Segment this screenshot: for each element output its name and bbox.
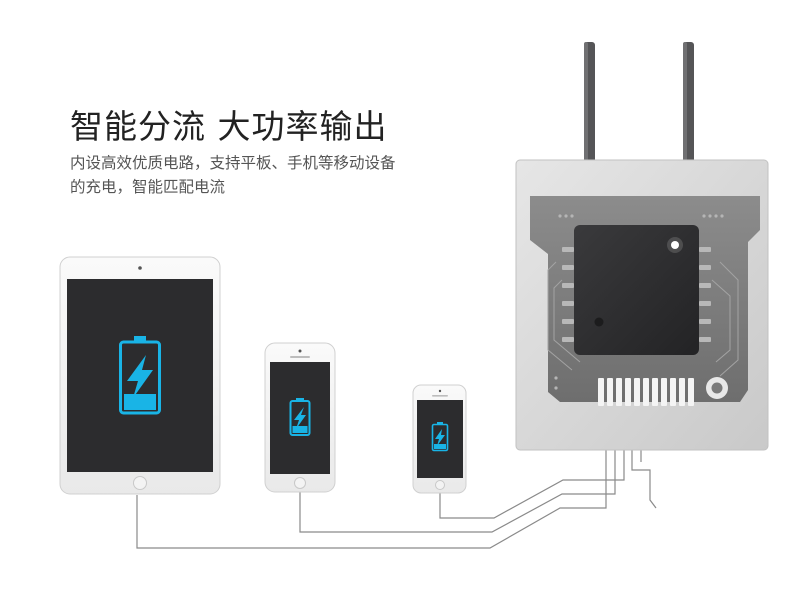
description-line-2: 的充电，智能匹配电流 (70, 178, 226, 196)
home-button (435, 480, 445, 490)
chip (574, 225, 699, 355)
battery-charging-icon (119, 336, 161, 415)
description: 内设高效优质电路，支持平板、手机等移动设备 的充电，智能匹配电流 (70, 151, 396, 199)
power-prongs (584, 42, 694, 172)
phone-large (264, 342, 336, 493)
phone-small (412, 384, 467, 494)
connector-pads (598, 378, 694, 406)
connection-wires (136, 450, 657, 549)
headline: 智能分流 大功率输出 (70, 107, 388, 146)
battery-charging-icon (289, 398, 311, 436)
home-button (294, 477, 306, 489)
chip-pins (562, 247, 711, 342)
tablet (59, 256, 221, 495)
battery-charging-icon (431, 422, 449, 452)
charger (515, 42, 769, 451)
home-button (133, 476, 147, 490)
description-line-1: 内设高效优质电路，支持平板、手机等移动设备 (70, 154, 396, 172)
